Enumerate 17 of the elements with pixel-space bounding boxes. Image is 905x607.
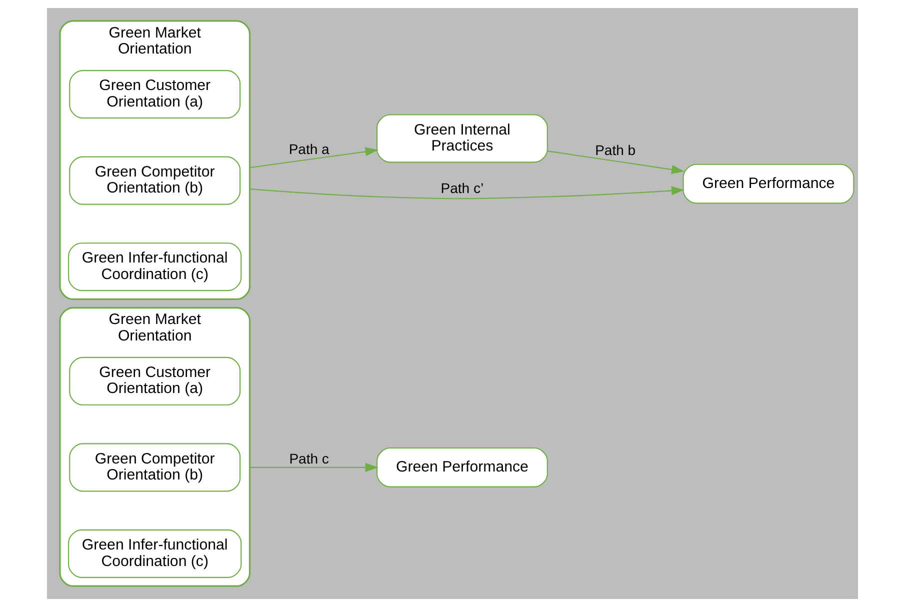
edge-label: Path a	[288, 141, 330, 158]
node-box: Green Customer Orientation (a)	[69, 356, 241, 406]
arrow	[250, 186, 684, 200]
arrow	[250, 462, 378, 472]
edge-label: Path b	[595, 142, 636, 158]
edge-label: Path c	[289, 450, 329, 467]
arrow	[250, 147, 378, 168]
node-box: Green Competitor Orientation (b)	[69, 156, 241, 205]
node-box: Green Infer-functional Coordination (c)	[68, 242, 242, 292]
node-box: Green Competitor Orientation (b)	[69, 443, 241, 492]
arrow	[548, 150, 685, 174]
node-box: Green Performance	[682, 164, 854, 204]
node-box: Green Performance	[376, 447, 548, 488]
node-box: Green Customer Orientation (a)	[69, 70, 241, 119]
node-box: Green Infer-functional Coordination (c)	[68, 529, 242, 578]
node-box: Green Internal Practices	[376, 114, 548, 163]
edge-label: Path c’	[440, 180, 484, 196]
